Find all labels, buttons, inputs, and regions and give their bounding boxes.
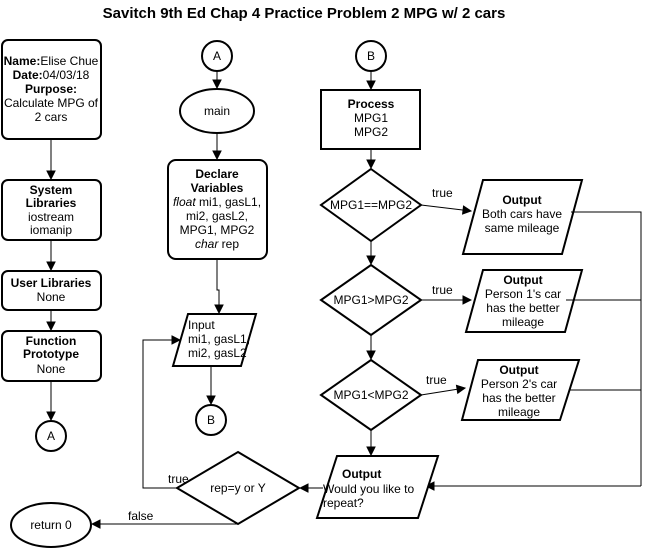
proto-line1: None — [37, 362, 66, 376]
purpose-line2: 2 cars — [35, 110, 68, 124]
output-equal: Output Both cars have same mileage — [461, 179, 584, 255]
declare-line3: MPG1, MPG2 — [180, 223, 255, 237]
decision-equal: MPG1==MPG2 — [319, 167, 423, 243]
edge-repeat-true-loop — [142, 340, 180, 489]
purpose-line1: Calculate MPG of — [4, 96, 99, 110]
decision-less: MPG1<MPG2 — [319, 358, 423, 432]
connector-b-top: B — [355, 40, 387, 72]
repeat-false-label: false — [128, 509, 154, 523]
decision-less-label: MPG1<MPG2 — [333, 388, 408, 402]
proto-title1: Function — [26, 334, 77, 348]
svg-text:A: A — [47, 429, 55, 443]
declare-title1: Declare — [195, 167, 239, 181]
repeat-true-label: true — [168, 472, 189, 486]
process-title: Process — [348, 97, 395, 111]
process-line1: MPG1 — [354, 111, 388, 125]
output3-line3: mileage — [498, 405, 540, 419]
repeat-output-line1: Would you like to — [323, 482, 414, 496]
connector-a-top: A — [201, 40, 233, 72]
syslib-title1: System — [30, 183, 73, 197]
declare-type-char: char — [195, 237, 219, 251]
diagram-title: Savitch 9th Ed Chap 4 Practice Problem 2… — [103, 5, 506, 22]
input-parallelogram: Input mi1, gasL1, mi2, gasL2 — [171, 313, 258, 367]
svg-text:char rep: char rep — [195, 237, 239, 251]
date-value: 04/03/18 — [43, 68, 90, 82]
svg-text:Date:04/03/18: Date:04/03/18 — [13, 68, 90, 82]
userlib-line1: None — [37, 290, 66, 304]
proto-title2: Prototype — [23, 347, 79, 361]
connector-b-bottom: B — [195, 404, 227, 436]
process-box: Process MPG1 MPG2 — [320, 89, 421, 150]
output2-line3: mileage — [502, 315, 544, 329]
main-terminator: main — [179, 88, 255, 134]
svg-text:float mi1, gasL1,: float mi1, gasL1, — [173, 195, 261, 209]
true-label-2: true — [432, 283, 453, 297]
syslib-line2: iomanip — [30, 223, 72, 237]
user-libraries-box: User Libraries None — [1, 270, 102, 311]
output-repeat: Output Would you like to repeat? — [315, 455, 440, 519]
declare-variables-box: Declare Variables float mi1, gasL1, mi2,… — [167, 159, 268, 260]
svg-text:B: B — [207, 413, 215, 427]
function-prototype-box: Function Prototype None — [1, 330, 102, 382]
edge-decision3-true — [420, 388, 465, 396]
main-label: main — [204, 104, 230, 118]
repeat-decision: rep=y or Y — [175, 450, 301, 526]
svg-text:A: A — [213, 49, 221, 63]
declare-line4: rep — [218, 237, 239, 251]
input-line2: mi1, gasL1, — [188, 332, 250, 346]
output1-title: Output — [502, 193, 541, 207]
date-label: Date: — [13, 68, 43, 82]
name-label: Name: — [4, 54, 41, 68]
edge-decision1-true — [420, 204, 471, 211]
declare-line2: mi2, gasL2, — [186, 209, 248, 223]
repeat-output-title: Output — [342, 467, 381, 481]
svg-text:B: B — [367, 49, 375, 63]
name-value: Elise Chue — [40, 54, 98, 68]
output-greater: Output Person 1's car has the better mil… — [464, 269, 584, 333]
true-label-1: true — [432, 186, 453, 200]
output-less: Output Person 2's car has the better mil… — [460, 359, 581, 421]
edge-declare-to-input — [217, 259, 219, 313]
input-line3: mi2, gasL2 — [188, 346, 247, 360]
declare-line1: mi1, gasL1, — [196, 195, 261, 209]
output1-line1: Both cars have — [482, 207, 562, 221]
repeat-output-line2: repeat? — [323, 496, 364, 510]
purpose-label: Purpose: — [25, 82, 77, 96]
output2-line1: Person 1's car — [485, 287, 561, 301]
output3-line1: Person 2's car — [481, 377, 557, 391]
decision-greater: MPG1>MPG2 — [319, 263, 423, 337]
connector-a-bottom: A — [35, 420, 67, 452]
output3-title: Output — [499, 363, 538, 377]
system-libraries-box: System Libraries iostream iomanip — [1, 179, 102, 241]
declare-type-float: float — [173, 195, 196, 209]
output2-line2: has the better — [486, 301, 559, 315]
output1-line2: same mileage — [485, 221, 560, 235]
return-label: return 0 — [30, 518, 72, 532]
syslib-title2: Libraries — [26, 196, 77, 210]
output2-title: Output — [503, 273, 542, 287]
return-terminator: return 0 — [10, 502, 92, 548]
edge-merge-right — [571, 211, 642, 486]
declare-title2: Variables — [191, 181, 244, 195]
decision-greater-label: MPG1>MPG2 — [333, 293, 408, 307]
header-box: Name:Elise Chue Date:04/03/18 Purpose: C… — [1, 39, 102, 140]
input-line1: Input — [188, 318, 215, 332]
process-line2: MPG2 — [354, 125, 388, 139]
userlib-title: User Libraries — [11, 276, 92, 290]
decision-equal-label: MPG1==MPG2 — [330, 198, 412, 212]
true-label-3: true — [426, 373, 447, 387]
svg-text:Name:Elise Chue: Name:Elise Chue — [4, 54, 99, 68]
syslib-line1: iostream — [28, 210, 74, 224]
repeat-decision-label: rep=y or Y — [210, 481, 265, 495]
output3-line2: has the better — [482, 391, 555, 405]
